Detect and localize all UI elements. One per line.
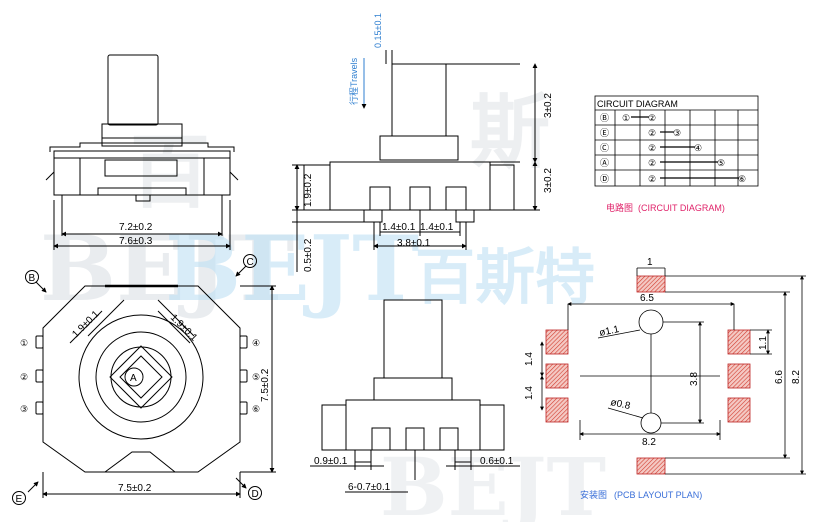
pcb-caption-cn: 安装图 xyxy=(580,489,607,500)
bottom-side-view xyxy=(310,299,520,493)
right-pin-5: ⑤ xyxy=(252,372,260,382)
watermark: BEJT BEJT 百斯特 百 斯 BEJT xyxy=(40,85,606,522)
pcb-pad-height-dim: 1.1 xyxy=(758,336,769,350)
pcb-pad-span-dim: 6.5 xyxy=(640,293,654,304)
corner-label-e: E xyxy=(16,494,23,505)
circuit-row-pin: ① xyxy=(622,113,630,123)
side-pin-length: 0.5±0.2 xyxy=(303,238,314,272)
front-width-outer: 7.6±0.3 xyxy=(119,236,153,247)
pcb-outer-height-dim: 8.2 xyxy=(791,370,802,384)
top-width-dim: 7.5±0.2 xyxy=(118,483,152,494)
circuit-title: CIRCUIT DIAGRAM xyxy=(597,99,678,109)
side-pin-pitch-left: 1.4±0.1 xyxy=(382,222,416,233)
pcb-hole-small-dim: ø0.8 xyxy=(609,397,631,412)
left-pin-2: ② xyxy=(20,372,28,382)
circuit-row-pin: ⑤ xyxy=(717,158,725,168)
corner-label-b: B xyxy=(29,273,36,284)
circuit-row-label: Ⓓ xyxy=(600,174,609,184)
left-pin-1: ① xyxy=(20,338,28,348)
corner-label-d: D xyxy=(252,489,259,500)
circuit-row-pin: ④ xyxy=(694,143,702,153)
side-pin-span: 3.8±0.1 xyxy=(397,238,431,249)
travel-label: 行程Travels xyxy=(348,57,359,105)
circuit-row-label: Ⓔ xyxy=(600,128,609,138)
pcb-pitch-lower-dim: 1.4 xyxy=(524,386,535,400)
pcb-body-width-dim: 8.2 xyxy=(642,437,656,448)
circuit-row-pin: ② xyxy=(648,143,656,153)
circuit-row-pin: ② xyxy=(648,158,656,168)
pcb-hole-large-dim: ø1.1 xyxy=(598,324,620,339)
side-pin-pitch-right: 1.4±0.1 xyxy=(420,222,454,233)
watermark-brand-latin-3: BEJT xyxy=(380,440,606,522)
pcb-hole-spacing-dim: 3.8 xyxy=(689,372,700,386)
center-label-a: A xyxy=(130,373,137,384)
right-pin-4: ④ xyxy=(252,338,260,348)
circuit-row-pin: ② xyxy=(648,113,656,123)
circuit-row-pin: ⑥ xyxy=(738,174,746,184)
side-height-housing: 1.9±0.2 xyxy=(303,173,314,207)
pcb-inner-height-dim: 6.6 xyxy=(774,370,785,384)
top-view xyxy=(27,265,276,498)
circuit-row-pin: ② xyxy=(648,128,656,138)
watermark-brand-cn: 百斯特 xyxy=(415,243,595,313)
bottom-pin-width-left: 0.9±0.1 xyxy=(314,456,348,467)
corner-label-c: C xyxy=(247,257,254,268)
circuit-row-label: Ⓐ xyxy=(600,158,609,168)
bottom-pin-width-right: 0.6±0.1 xyxy=(480,456,514,467)
circuit-row-label: Ⓒ xyxy=(600,143,609,153)
circuit-row-label: Ⓑ xyxy=(600,113,609,123)
watermark-cn-char-1: 百 xyxy=(130,125,210,219)
circuit-diagram xyxy=(594,95,759,187)
left-pin-3: ③ xyxy=(20,404,28,414)
front-width-inner: 7.2±0.2 xyxy=(119,222,153,233)
circuit-row-pin: ③ xyxy=(673,128,681,138)
front-view xyxy=(45,54,239,250)
circuit-caption-en: (CIRCUIT DIAGRAM) xyxy=(638,203,725,213)
pcb-caption-en: (PCB LAYOUT PLAN) xyxy=(614,490,702,500)
pcb-pad-width-dim: 1 xyxy=(647,257,653,268)
side-height-body: 3±0.2 xyxy=(543,168,554,193)
circuit-caption-cn: 电路图 xyxy=(606,202,633,213)
pcb-pitch-upper-dim: 1.4 xyxy=(524,352,535,366)
top-height-dim: 7.5±0.2 xyxy=(260,368,271,402)
bottom-pin-count-dim: 6-0.7±0.1 xyxy=(348,482,391,493)
side-view xyxy=(292,50,540,272)
side-height-stem: 3±0.2 xyxy=(543,93,554,118)
travel-value: 0.15±0.1 xyxy=(373,13,383,48)
circuit-row-pin: ② xyxy=(648,174,656,184)
circuit-rows: Ⓑ ① ② Ⓔ ② ③ Ⓒ ② ④ Ⓐ ② ⑤ Ⓓ ② ⑥ xyxy=(600,113,746,184)
pcb-layout xyxy=(540,267,806,475)
right-pin-6: ⑥ xyxy=(252,404,260,414)
